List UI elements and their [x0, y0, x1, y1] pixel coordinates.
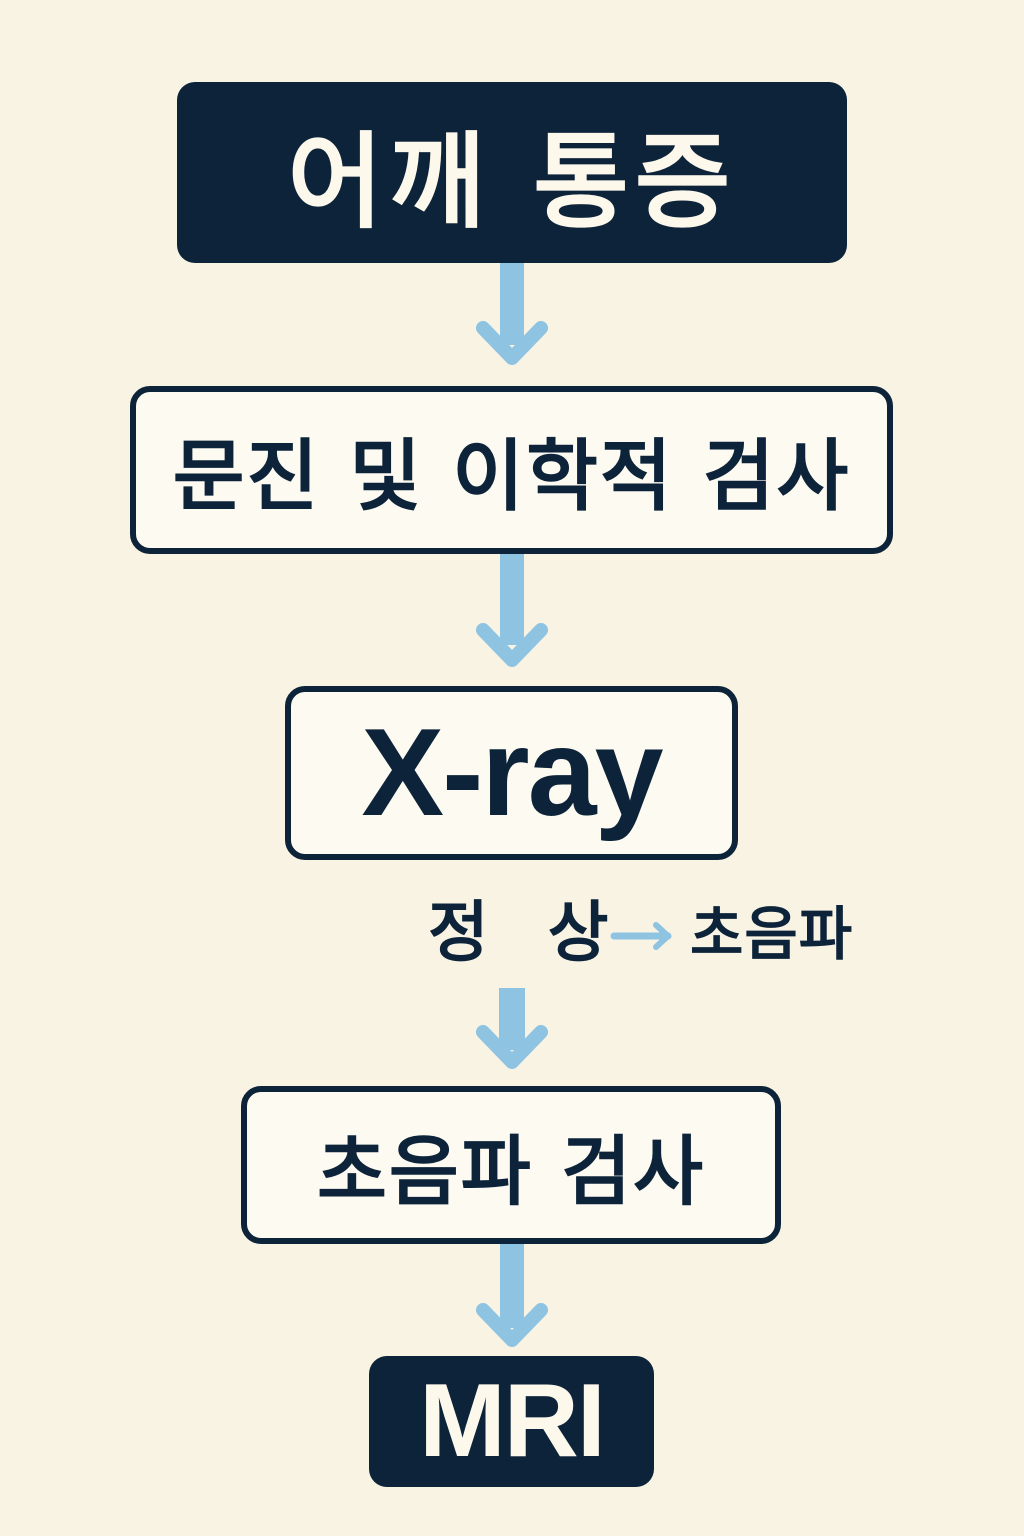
node-history-physical-exam-label: 문진 및 이학적 검사: [172, 432, 851, 522]
node-shoulder-pain-label: 어깨 통증: [287, 121, 737, 243]
node-ultrasound-exam-label: 초음파 검사: [316, 1127, 706, 1216]
branch-normal-label: 정 상: [428, 894, 627, 971]
node-shoulder-pain: 어깨 통증: [177, 82, 847, 263]
arrow-branch: [610, 922, 672, 950]
node-xray-label: X-ray: [361, 704, 663, 842]
node-mri-label: MRI: [419, 1363, 606, 1479]
arrow-4: [476, 1244, 548, 1347]
arrow-2: [476, 554, 548, 667]
node-mri: MRI: [369, 1356, 654, 1487]
node-ultrasound-exam: 초음파 검사: [241, 1086, 781, 1244]
node-xray: X-ray: [285, 686, 738, 860]
arrow-3: [476, 988, 548, 1069]
node-history-physical-exam: 문진 및 이학적 검사: [130, 386, 893, 554]
branch-ultrasound-label: 초음파: [690, 900, 854, 968]
arrow-1: [476, 263, 548, 365]
